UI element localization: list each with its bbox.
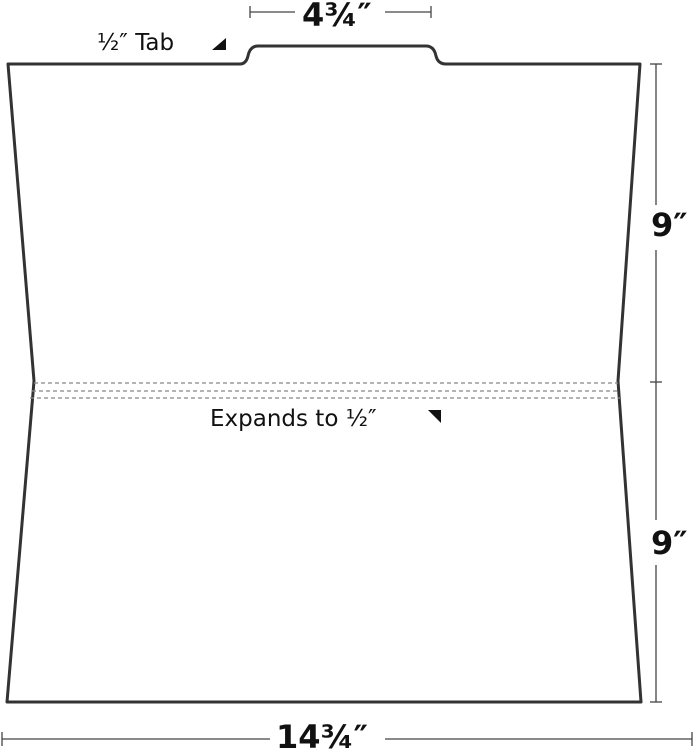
expansion-score-lines bbox=[30, 382, 620, 399]
height-dimension-line bbox=[650, 63, 662, 703]
tab-arrow-icon bbox=[212, 38, 226, 50]
total-width-label: 14¾″ bbox=[276, 718, 368, 756]
tab-width-label: 4¾″ bbox=[302, 0, 372, 34]
bottom-height-label: 9″ bbox=[651, 524, 688, 562]
tab-size-label: ½″ Tab bbox=[97, 30, 175, 56]
folder-outline bbox=[5, 44, 643, 704]
top-height-label: 9″ bbox=[651, 206, 688, 244]
tab-dimension-line bbox=[249, 6, 432, 18]
expansion-label: Expands to ½″ bbox=[210, 406, 377, 432]
width-dimension-line bbox=[1, 732, 693, 746]
expand-arrow-icon bbox=[428, 410, 441, 423]
